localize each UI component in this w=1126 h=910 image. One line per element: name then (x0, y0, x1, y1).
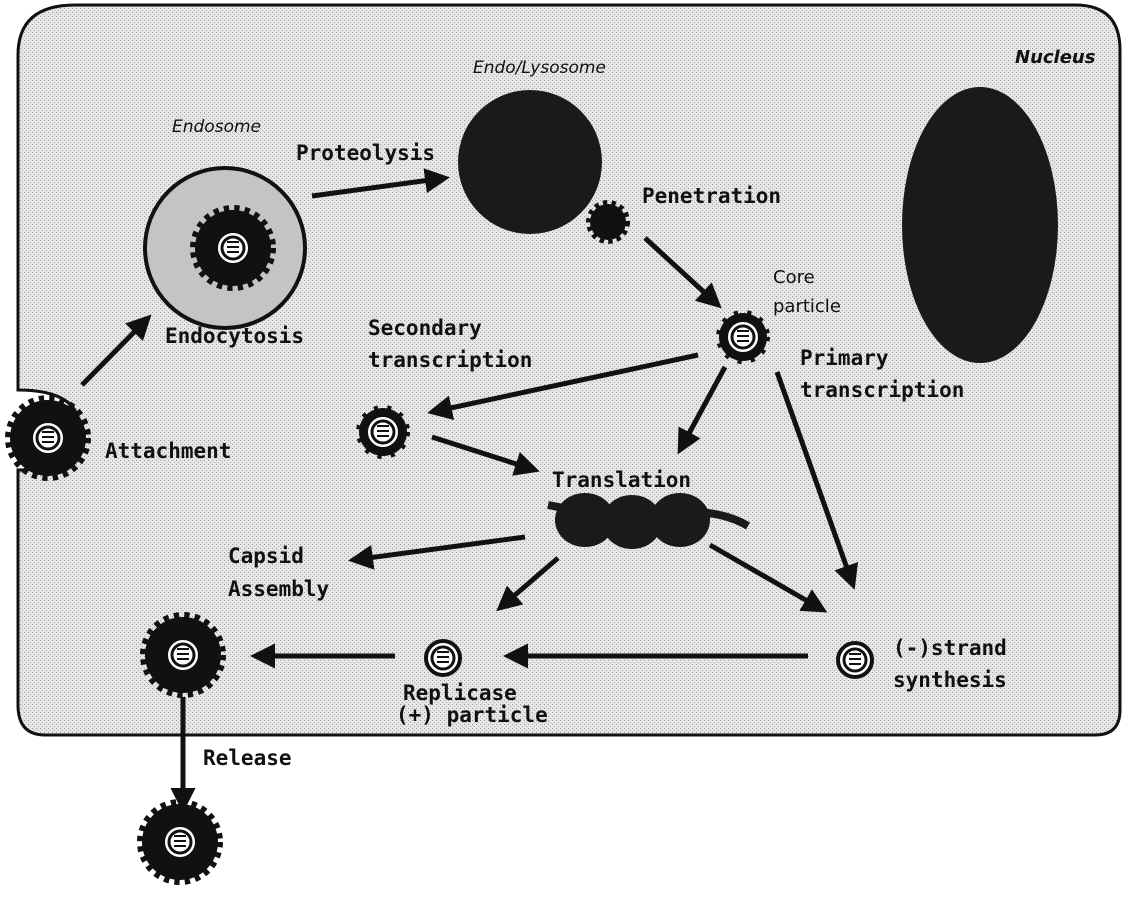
label-core-particle-2: particle (773, 296, 841, 317)
label-endocytosis: Endocytosis (165, 324, 304, 348)
label-nucleus: Nucleus (1015, 47, 1096, 68)
core-particle-secondary (359, 408, 407, 456)
label-translation: Translation (552, 468, 691, 492)
core-particle-primary (719, 313, 767, 361)
label-attachment: Attachment (105, 439, 231, 463)
virion-attachment (10, 400, 86, 476)
label-endo-lysosome: Endo/Lysosome (473, 58, 606, 78)
label-core-particle-1: Core (773, 267, 815, 288)
virion-capsid-assembly (145, 617, 221, 693)
replicase-particle (426, 641, 460, 675)
virion-penetrating (590, 204, 626, 240)
label-proteolysis: Proteolysis (296, 141, 435, 165)
label-primary-transcription-1: Primary (800, 346, 889, 370)
label-penetration: Penetration (642, 184, 781, 208)
label-primary-transcription-2: transcription (800, 378, 964, 402)
label-strand-synthesis-2: synthesis (893, 668, 1007, 692)
label-secondary-transcription-2: transcription (368, 348, 532, 372)
label-secondary-transcription-1: Secondary (368, 316, 482, 340)
minus-strand-particle (838, 643, 872, 677)
label-release: Release (203, 746, 292, 770)
nucleus (902, 87, 1058, 363)
label-replicase-1: Replicase (403, 681, 517, 705)
virion-endosome (195, 210, 271, 286)
label-strand-synthesis-1: (-)strand (893, 636, 1007, 660)
endo-lysosome (458, 90, 602, 234)
label-replicase-2: (+) particle (396, 703, 548, 727)
label-capsid-assembly-2: Assembly (228, 577, 330, 601)
label-endosome: Endosome (172, 117, 261, 137)
label-capsid-assembly-1: Capsid (228, 544, 304, 568)
virion-released (142, 804, 218, 880)
